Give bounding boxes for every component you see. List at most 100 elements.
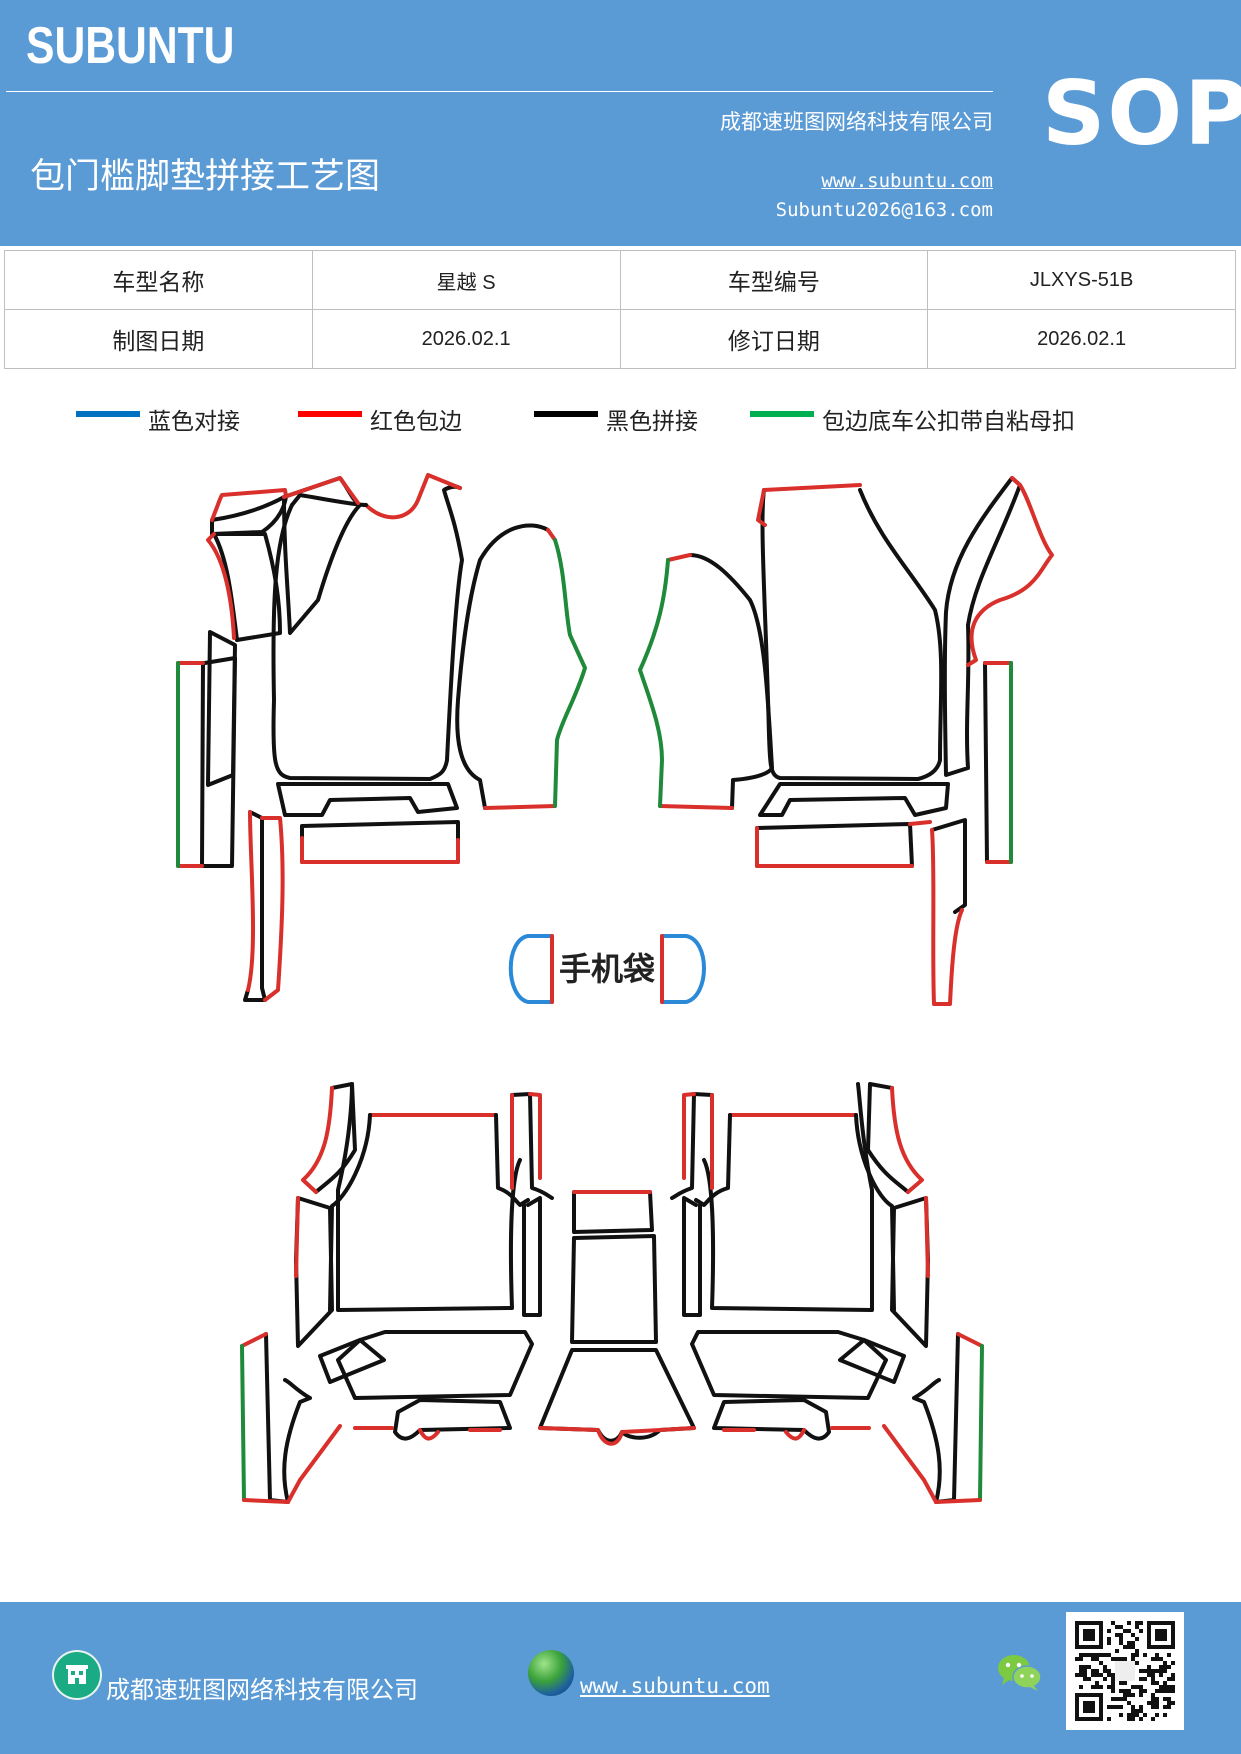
mat-edge-red	[206, 532, 236, 640]
globe-icon	[528, 1650, 574, 1696]
legend-swatch	[534, 411, 598, 417]
mat-edge-red	[294, 1196, 300, 1278]
phone-pocket-group	[508, 934, 706, 1004]
legend-swatch	[76, 411, 140, 417]
mat-edge-red	[510, 1092, 542, 1190]
mat-edge-red	[353, 1426, 502, 1441]
mat-piece	[688, 553, 774, 810]
mat-piece	[271, 484, 464, 781]
mat-piece	[682, 1196, 702, 1317]
mat-piece	[212, 532, 282, 642]
mat-edge-red	[176, 661, 205, 868]
legend-label: 红色包边	[370, 409, 462, 435]
value-draw-date: 2026.02.1	[311, 309, 621, 369]
mat-piece	[930, 818, 967, 914]
legend-label: 包边底车公扣带自粘母扣	[822, 409, 1075, 435]
mat-edge-red	[282, 476, 360, 505]
legend: 蓝色对接 红色包边 黑色拼接 包边底车公扣带自粘母扣	[0, 402, 1241, 442]
mat-piece	[294, 1196, 334, 1348]
header-website-link[interactable]: www.subuntu.com	[821, 170, 993, 192]
header-divider	[6, 91, 993, 92]
mat-edge-red	[924, 1196, 930, 1278]
mat-edge-red	[722, 1426, 871, 1441]
footer-company: 成都速班图网络科技有限公司	[106, 1676, 418, 1704]
front-right-mat-group	[638, 476, 1054, 1006]
mat-piece	[522, 1196, 542, 1317]
mat-edge-green	[638, 558, 670, 808]
brand-logo: SUBUNTU	[26, 17, 235, 75]
header-email: Subuntu2026@163.com	[775, 199, 993, 221]
mat-edge-red	[930, 828, 964, 1006]
mat-piece	[572, 1190, 654, 1234]
rear-mat-group	[240, 1082, 984, 1504]
mat-edge-red	[210, 488, 288, 522]
info-table: 车型名称 星越 S 车型编号 JLXYS-51B 制图日期 2026.02.1 …	[4, 250, 1236, 369]
mat-edge-red	[934, 1498, 982, 1504]
mat-piece	[866, 1082, 910, 1194]
sop-badge: SOP	[1042, 62, 1241, 165]
footer-website-link[interactable]: www.subuntu.com	[580, 1674, 770, 1698]
mat-piece	[694, 1113, 896, 1312]
mat-piece	[758, 782, 950, 817]
mat-edge-red	[246, 810, 285, 1002]
value-model-name: 星越 S	[311, 250, 621, 310]
mat-edge-red	[966, 476, 1054, 667]
mat-piece	[206, 630, 237, 787]
mat-piece	[983, 661, 1013, 864]
wechat-icon[interactable]	[996, 1652, 1044, 1694]
mat-piece	[243, 810, 267, 1002]
mat-edge-red	[756, 483, 862, 527]
mat-piece	[300, 820, 460, 864]
mat-piece	[318, 1338, 386, 1384]
mat-piece	[755, 822, 914, 868]
mat-edge-red	[301, 1086, 334, 1194]
mat-piece	[912, 1332, 960, 1504]
mat-piece	[670, 1092, 714, 1200]
pocket-tab-left	[508, 934, 554, 1004]
header-banner: SUBUNTU 成都速班图网络科技有限公司 包门槛脚垫拼接工艺图 www.sub…	[0, 0, 1241, 246]
table-row: 车型名称 星越 S 车型编号 JLXYS-51B	[4, 250, 1236, 310]
mat-piece	[314, 1082, 357, 1194]
mat-edge-red	[983, 661, 1013, 864]
mat-piece	[942, 476, 1022, 777]
mat-piece	[890, 1196, 930, 1348]
legend-label: 黑色拼接	[606, 409, 698, 435]
mat-piece	[510, 1092, 554, 1200]
mat-edge-red	[658, 553, 734, 810]
mat-edge-green	[978, 1344, 984, 1502]
mat-piece	[328, 1113, 530, 1312]
mat-piece	[336, 1082, 522, 1312]
footer-banner: 成都速班图网络科技有限公司 www.subuntu.com	[0, 1602, 1241, 1754]
mat-edge-red	[242, 1498, 290, 1504]
mat-piece	[276, 782, 459, 817]
mat-edge-red	[755, 820, 932, 868]
table-row: 制图日期 2026.02.1 修订日期 2026.02.1	[4, 309, 1236, 369]
label-model-name: 车型名称	[4, 250, 313, 310]
mat-edge-green	[240, 1344, 246, 1502]
legend-swatch	[298, 411, 362, 417]
mat-edge-red	[364, 473, 462, 520]
mat-piece	[570, 1234, 658, 1344]
mat-piece	[264, 1332, 312, 1504]
label-draw-date: 制图日期	[4, 309, 313, 369]
mat-piece	[760, 488, 944, 781]
mat-edge-red	[890, 1086, 924, 1194]
phone-pocket-label: 手机袋	[559, 950, 655, 988]
header-company: 成都速班图网络科技有限公司	[720, 110, 993, 134]
mat-edge-red	[682, 1092, 714, 1190]
mat-edge-red	[240, 1332, 342, 1504]
mat-piece	[712, 1398, 831, 1441]
building-icon	[54, 1652, 100, 1698]
label-revision-date: 修订日期	[619, 309, 929, 369]
value-model-code: JLXYS-51B	[927, 250, 1236, 310]
document-title: 包门槛脚垫拼接工艺图	[30, 157, 381, 197]
floor-mat-layout-drawing: 手机袋	[176, 473, 1054, 1504]
mat-piece	[210, 494, 288, 536]
mat-piece	[393, 1398, 512, 1441]
mat-edge-red	[538, 1426, 696, 1446]
legend-swatch	[750, 411, 814, 417]
mat-edge-red	[300, 836, 460, 864]
legend-label: 蓝色对接	[148, 409, 240, 435]
label-model-code: 车型编号	[619, 250, 929, 310]
mat-edge-red	[882, 1332, 984, 1504]
